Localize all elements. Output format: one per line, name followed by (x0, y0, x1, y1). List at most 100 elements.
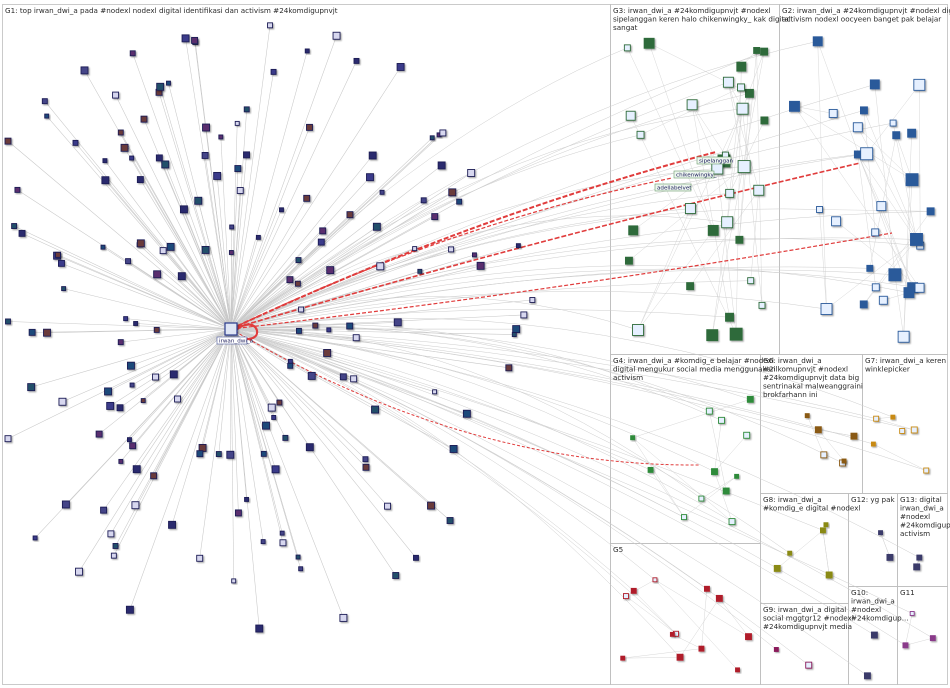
vertex[interactable] (346, 211, 354, 219)
vertex[interactable] (123, 316, 129, 322)
vertex[interactable] (319, 227, 327, 235)
vertex[interactable] (326, 327, 332, 333)
vertex[interactable] (282, 434, 289, 441)
vertex[interactable] (152, 373, 159, 381)
vertex[interactable] (18, 229, 26, 237)
vertex[interactable] (432, 389, 438, 395)
vertex[interactable] (61, 500, 70, 509)
vertex[interactable] (332, 31, 341, 40)
vertex[interactable] (136, 176, 144, 184)
vertex[interactable] (910, 233, 923, 246)
vertex[interactable] (168, 520, 177, 529)
vertex[interactable] (704, 585, 710, 592)
vertex[interactable] (117, 129, 124, 136)
vertex[interactable] (118, 458, 124, 464)
vertex[interactable] (41, 98, 48, 105)
vertex[interactable] (125, 605, 134, 614)
vertex[interactable] (129, 442, 137, 450)
vertex[interactable] (873, 415, 880, 422)
vertex[interactable] (914, 282, 925, 293)
vertex[interactable] (267, 403, 276, 412)
vertex[interactable] (106, 401, 115, 410)
vertex[interactable] (14, 186, 21, 193)
vertex[interactable] (80, 66, 89, 75)
vertex[interactable] (255, 624, 264, 633)
vertex[interactable] (412, 246, 418, 252)
vertex[interactable] (201, 151, 209, 159)
vertex[interactable] (366, 173, 374, 182)
vertex[interactable] (744, 88, 754, 98)
vertex[interactable] (737, 83, 745, 92)
vertex[interactable] (339, 613, 348, 622)
vertex[interactable] (520, 311, 528, 319)
vertex[interactable] (271, 465, 280, 474)
vertex[interactable] (295, 327, 302, 334)
vertex[interactable] (27, 383, 36, 392)
vertex[interactable] (286, 276, 294, 284)
vertex[interactable] (166, 242, 175, 251)
vertex[interactable] (279, 530, 285, 536)
vertex[interactable] (916, 554, 923, 561)
vertex[interactable] (735, 235, 744, 244)
vertex[interactable] (255, 234, 261, 240)
vertex[interactable] (125, 258, 132, 265)
vertex[interactable] (869, 79, 880, 90)
vertex[interactable] (787, 550, 793, 556)
vertex[interactable] (910, 426, 918, 434)
vertex[interactable] (133, 321, 139, 326)
hub-vertex[interactable]: irwan_dwi_a (216, 322, 259, 345)
vertex[interactable] (439, 129, 447, 137)
vertex[interactable] (177, 272, 186, 281)
vertex[interactable] (747, 277, 755, 285)
vertex[interactable] (628, 225, 639, 236)
vertex[interactable] (120, 143, 129, 152)
vertex[interactable] (686, 282, 695, 291)
vertex[interactable] (684, 203, 696, 214)
vertex[interactable] (431, 213, 439, 221)
vertex[interactable] (905, 173, 919, 187)
vertex[interactable] (529, 297, 536, 303)
vertex[interactable] (789, 100, 800, 112)
vertex[interactable] (339, 373, 347, 381)
vertex[interactable] (140, 115, 148, 123)
vertex[interactable] (196, 554, 204, 562)
vertex[interactable] (129, 50, 136, 57)
vertex[interactable] (243, 106, 250, 113)
vertex[interactable] (449, 445, 458, 453)
vertex[interactable] (107, 530, 115, 538)
vertex[interactable] (624, 256, 633, 265)
vertex[interactable] (816, 206, 823, 213)
vertex[interactable] (127, 437, 132, 443)
vertex[interactable] (218, 134, 224, 140)
vertex[interactable] (129, 382, 135, 388)
vertex[interactable] (743, 431, 751, 439)
vertex[interactable] (58, 259, 65, 267)
vertex[interactable] (295, 257, 302, 264)
vertex[interactable] (234, 120, 240, 126)
vertex[interactable] (101, 176, 110, 185)
vertex[interactable] (448, 246, 455, 253)
vertex[interactable] (417, 268, 423, 274)
vertex[interactable] (54, 251, 61, 258)
vertex[interactable] (260, 539, 266, 545)
vertex[interactable] (126, 361, 135, 370)
vertex[interactable] (379, 189, 385, 195)
vertex[interactable] (630, 587, 637, 594)
vertex[interactable] (362, 463, 370, 471)
vertex[interactable] (287, 362, 294, 369)
vertex[interactable] (825, 571, 833, 579)
vertex[interactable] (913, 563, 921, 571)
vertex[interactable] (471, 252, 477, 258)
vertex[interactable] (707, 224, 719, 236)
vertex[interactable] (913, 78, 926, 91)
vertex[interactable] (823, 522, 829, 528)
vertex[interactable] (159, 247, 167, 255)
vertex[interactable] (350, 375, 358, 383)
vertex[interactable] (828, 108, 838, 118)
vertex[interactable] (153, 270, 162, 279)
vertex[interactable] (196, 450, 204, 458)
vertex[interactable] (448, 188, 457, 197)
vertex[interactable] (372, 222, 381, 231)
vertex[interactable] (396, 63, 405, 71)
vertex[interactable] (820, 527, 826, 534)
